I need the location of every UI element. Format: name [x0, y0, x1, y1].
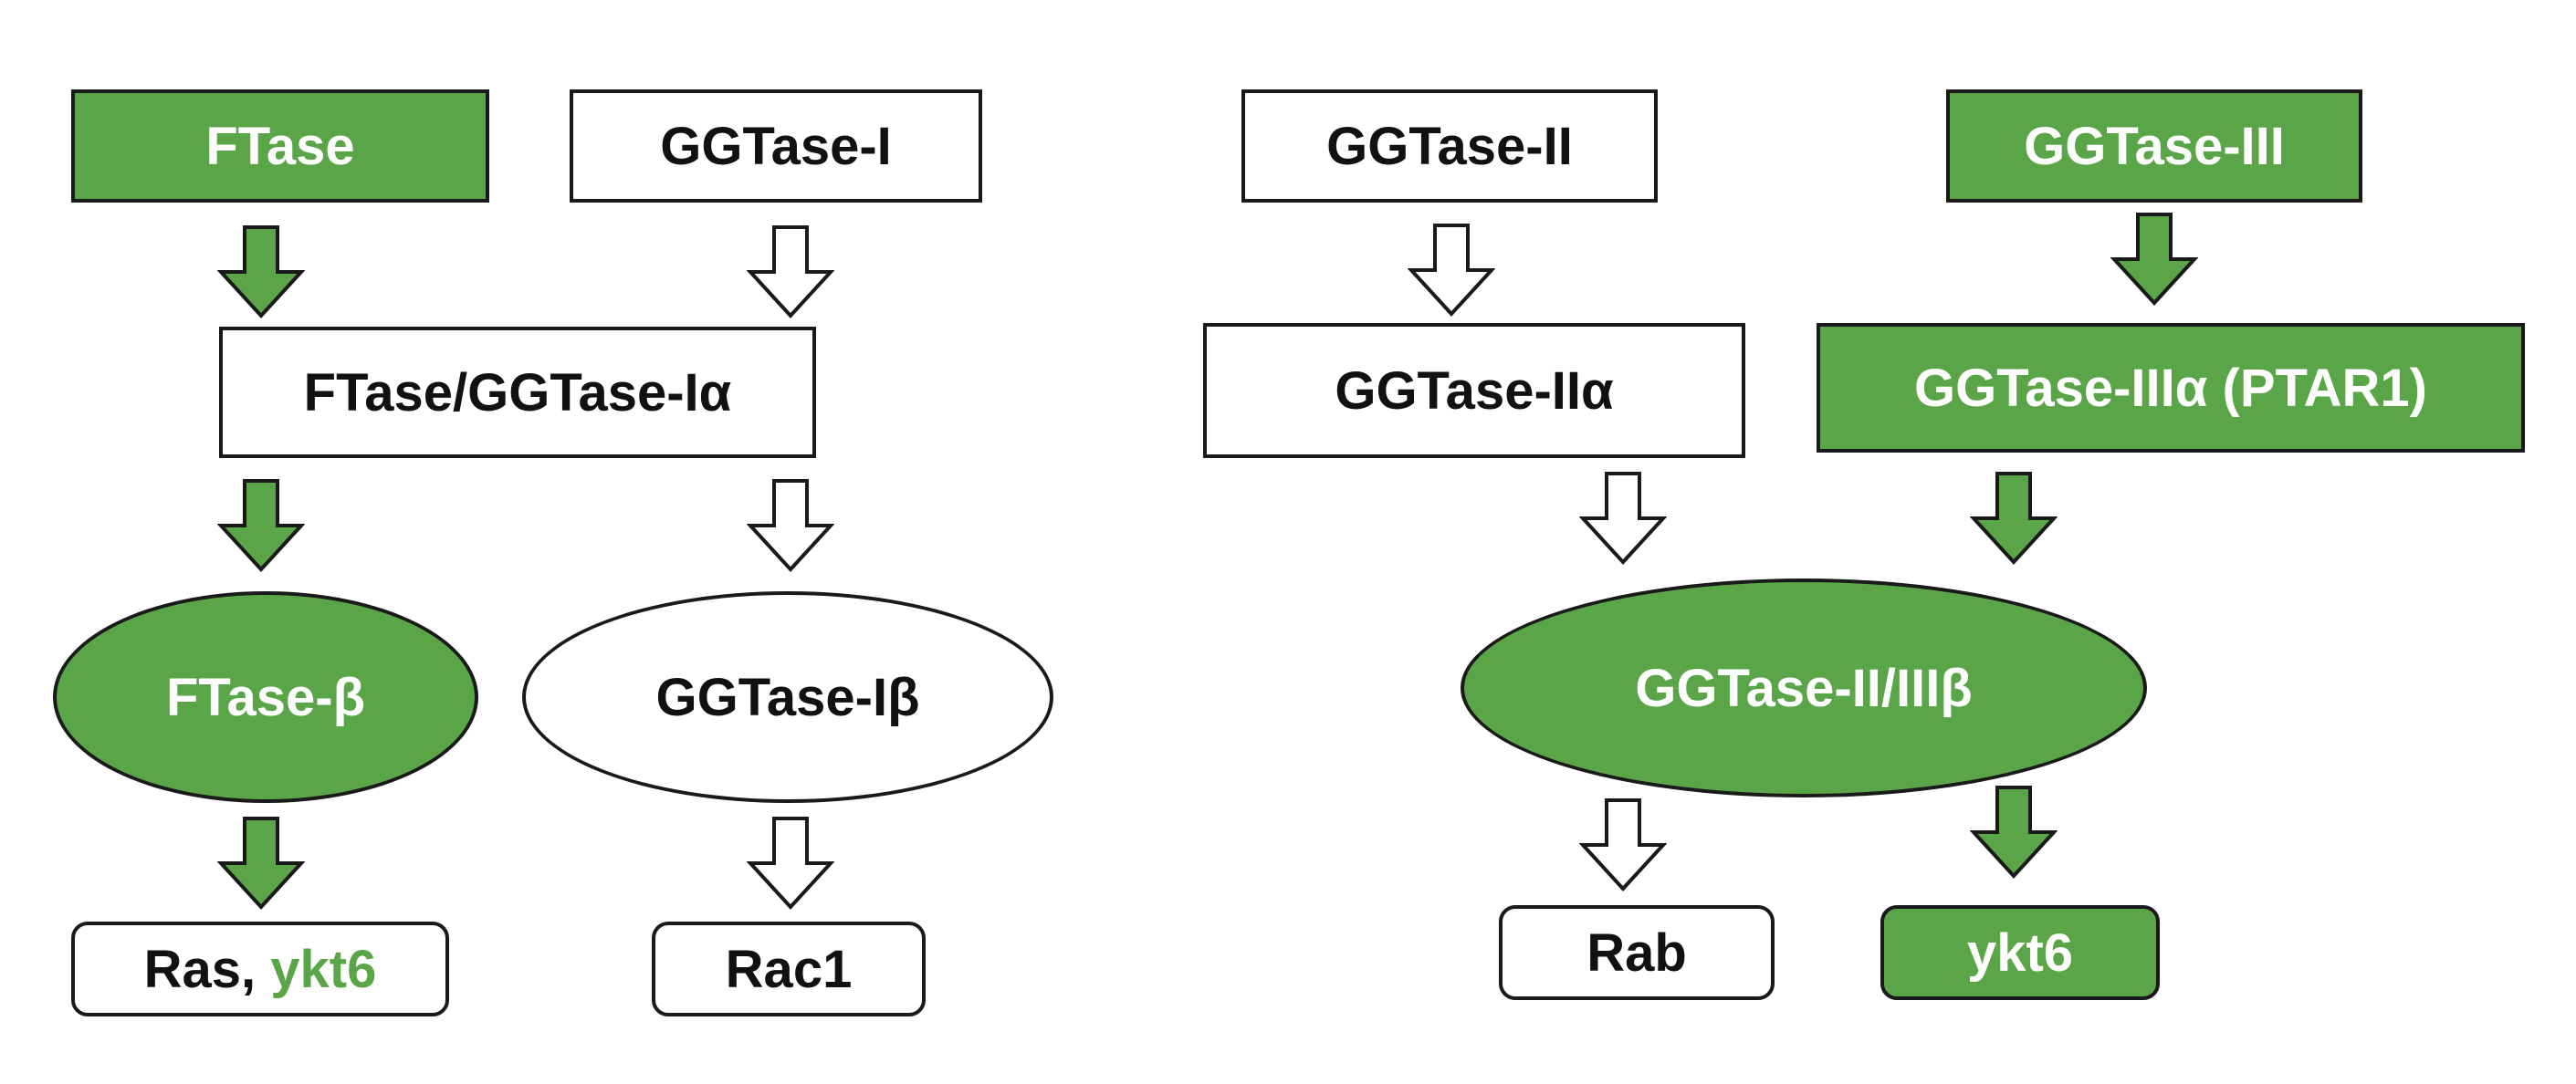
node-ggtase-iii-alpha: GGTase-IIIα (PTAR1): [1817, 323, 2525, 453]
arrow-ftase-beta-to-ras: [217, 816, 305, 911]
node-substrate-ras-ykt6: Ras, ykt6: [71, 922, 449, 1016]
arrow-ggtase-i-to-alpha: [747, 224, 834, 319]
node-ggtase-iii-alpha-label: GGTase-IIIα (PTAR1): [1913, 358, 2428, 418]
node-ggtase-ii-iii-beta: GGTase-II/IIIβ: [1461, 578, 2147, 797]
arrow-ggtase-ii-to-alpha: [1408, 223, 1495, 318]
node-substrate-rab: Rab: [1499, 905, 1775, 1000]
arrow-beta-to-rab: [1579, 797, 1667, 892]
node-ftase-beta: FTase-β: [53, 591, 478, 803]
node-ggtase-iii: GGTase-III: [1946, 89, 2362, 203]
node-ggtase-i: GGTase-I: [570, 89, 982, 203]
node-substrate-ykt6: ykt6: [1880, 905, 2160, 1000]
node-ftase-beta-label: FTase-β: [165, 667, 366, 727]
node-ftase: FTase: [71, 89, 489, 203]
substrate-ykt6-highlight: ykt6: [270, 939, 377, 999]
arrow-beta-to-ykt6: [1970, 785, 2058, 880]
arrow-ggtase-i-beta-to-rac1: [747, 816, 834, 911]
node-ggtase-ii-label: GGTase-II: [1326, 116, 1573, 176]
arrow-alpha-to-ggtase-i-beta: [747, 478, 834, 573]
node-ggtase-i-beta-label: GGTase-Iβ: [655, 667, 920, 727]
node-ggtase-ii-alpha: GGTase-IIα: [1203, 323, 1745, 458]
node-substrate-rab-label: Rab: [1586, 922, 1687, 983]
substrate-ras-label: Ras,: [143, 939, 257, 999]
arrow-ggtase-iii-to-alpha: [2110, 212, 2198, 307]
arrow-ggtase-iii-alpha-to-beta: [1970, 471, 2058, 566]
node-substrate-ykt6-label: ykt6: [1966, 922, 2074, 983]
node-substrate-rac1-label: Rac1: [725, 939, 853, 999]
node-ggtase-iii-label: GGTase-III: [2024, 116, 2285, 176]
node-substrate-rac1: Rac1: [652, 922, 926, 1016]
node-ggtase-ii-iii-beta-label: GGTase-II/IIIβ: [1635, 658, 1973, 718]
node-ftase-ggtase-i-alpha: FTase/GGTase-Iα: [219, 327, 816, 458]
node-ftase-label: FTase: [205, 116, 355, 176]
node-ggtase-i-label: GGTase-I: [660, 116, 892, 176]
node-ggtase-ii: GGTase-II: [1241, 89, 1658, 203]
arrow-alpha-to-ftase-beta: [217, 478, 305, 573]
arrow-ggtase-ii-alpha-to-beta: [1579, 471, 1667, 566]
node-ftase-ggtase-i-alpha-label: FTase/GGTase-Iα: [303, 362, 732, 422]
node-ggtase-i-beta: GGTase-Iβ: [522, 591, 1053, 803]
node-ggtase-ii-alpha-label: GGTase-IIα: [1335, 360, 1614, 421]
arrow-ftase-to-alpha: [217, 224, 305, 319]
